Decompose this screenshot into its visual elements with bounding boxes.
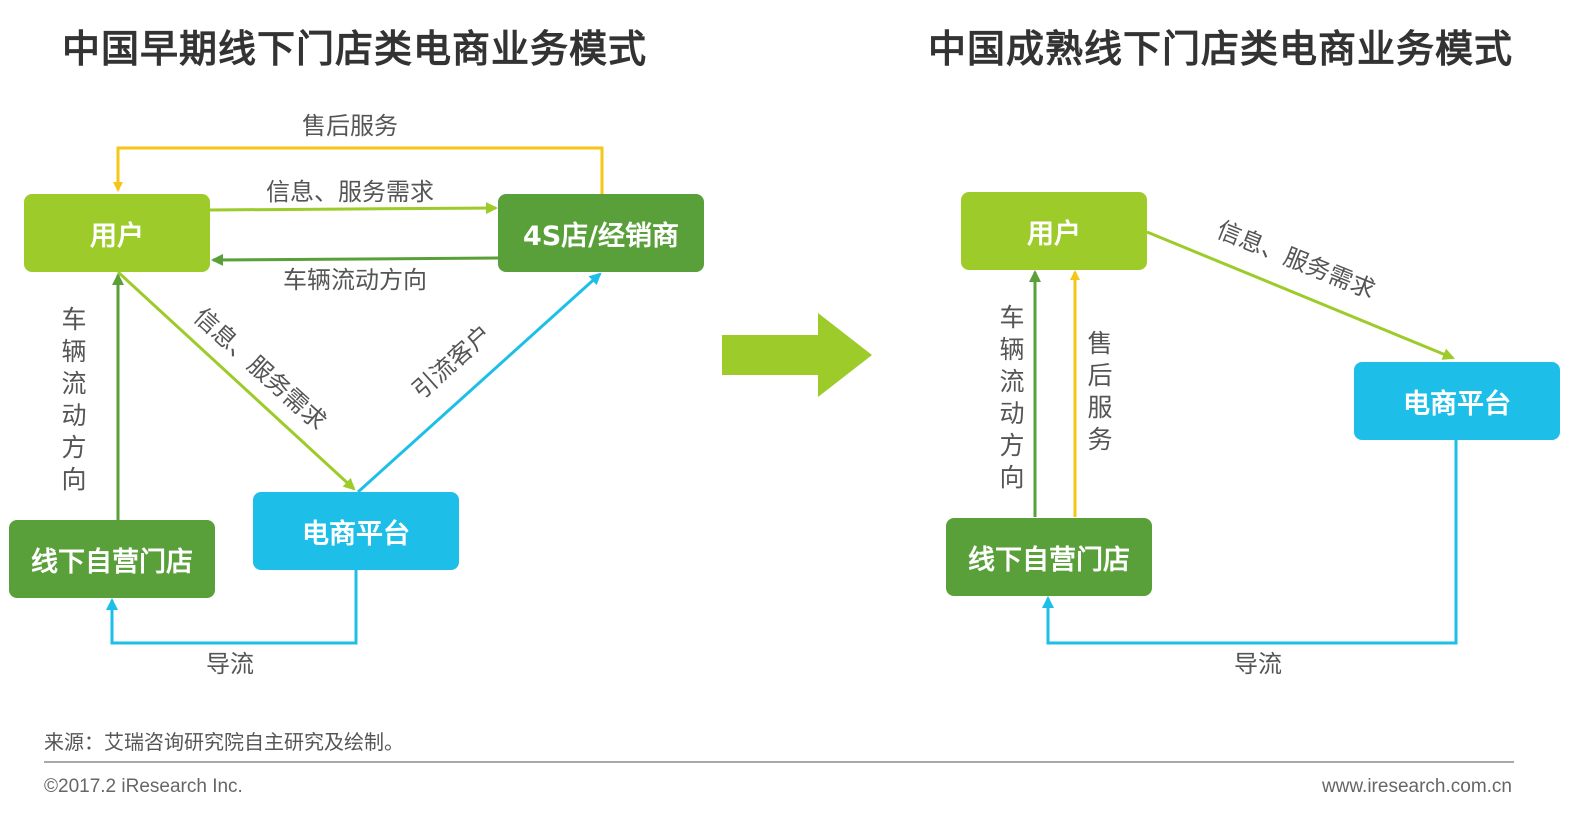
node-user-right-label: 用户: [1027, 218, 1081, 250]
label-vehicle-flow-side: 车辆流动方向: [58, 306, 87, 498]
traffic-arrow-right: [1042, 438, 1458, 645]
node-user-right: 用户: [961, 192, 1147, 270]
node-store-right-label: 线下自营门店: [968, 544, 1130, 576]
info-demand-arrow-right: [1146, 230, 1455, 360]
website-link[interactable]: www.iresearch.com.cn: [1321, 776, 1512, 797]
traffic-arrow-left: [106, 570, 358, 645]
label-traffic-left: 导流: [206, 650, 254, 678]
after-sales-arrow-left: [113, 146, 604, 195]
node-user-left: 用户: [24, 194, 210, 272]
transition-arrow: [722, 313, 872, 397]
label-vehicle-flow-right: 车辆流动方向: [996, 304, 1025, 496]
left-diagram-title: 中国早期线下门店类电商业务模式: [62, 27, 648, 71]
node-dealer-label: 4S店/经销商: [522, 220, 680, 252]
label-info-demand-top: 信息、服务需求: [266, 178, 434, 206]
right-diagram-title: 中国成熟线下门店类电商业务模式: [928, 27, 1514, 71]
node-platform-right: 电商平台: [1354, 362, 1560, 440]
node-store-left: 线下自营门店: [9, 520, 215, 598]
label-after-sales-left: 售后服务: [302, 112, 398, 140]
info-demand-arrow-top: [209, 202, 498, 215]
info-demand-arrow-diag: [116, 270, 356, 491]
node-platform-left: 电商平台: [253, 492, 459, 570]
node-dealer: 4S店/经销商: [498, 194, 704, 272]
vehicle-flow-arrow-top: [211, 253, 499, 266]
source-note: 来源：艾瑞咨询研究院自主研究及绘制。: [44, 730, 404, 754]
attract-customers-arrow: [356, 272, 602, 494]
node-user-left-label: 用户: [90, 220, 144, 252]
copyright-text: ©2017.2 iResearch Inc.: [44, 776, 243, 797]
node-platform-left-label: 电商平台: [302, 518, 410, 550]
label-traffic-right: 导流: [1234, 650, 1282, 678]
node-platform-right-label: 电商平台: [1403, 388, 1511, 420]
label-vehicle-flow-top: 车辆流动方向: [283, 266, 427, 294]
footer-divider: [44, 761, 1514, 763]
node-store-right: 线下自营门店: [946, 518, 1152, 596]
label-after-sales-right: 售后服务: [1084, 330, 1113, 458]
node-store-left-label: 线下自营门店: [31, 546, 193, 578]
